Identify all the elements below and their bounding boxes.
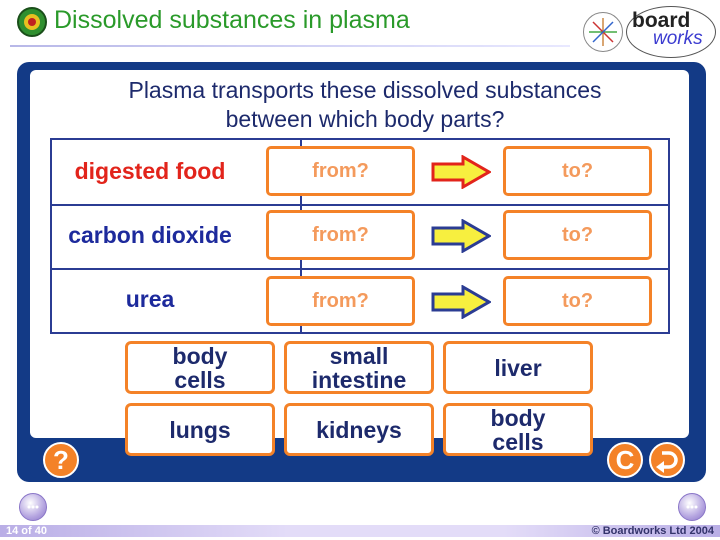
from-drop-zone[interactable]: from? [266,276,415,326]
page-number: 14 of 40 [6,525,47,537]
help-button[interactable]: ? [43,442,79,478]
answer-card-lungs[interactable]: lungs [125,403,275,456]
page-title: Dissolved substances in plasma [54,6,410,34]
undo-icon [656,451,678,473]
logo-works-text: works [653,28,703,49]
logo-board-text: board [632,9,691,32]
arrow-right-icon [431,154,493,194]
substance-label-carbon-dioxide: carbon dioxide [68,222,232,248]
footer-bar [0,525,720,537]
logo-emblem-icon [583,12,623,52]
clear-button[interactable]: C [607,442,643,478]
topic-icon [17,7,47,37]
arrow-right-icon [431,284,493,324]
prev-dots-icon [27,505,39,509]
to-drop-zone[interactable]: to? [503,146,652,196]
header-divider [10,45,570,47]
question-text: Plasma transports these dissolved substa… [128,77,602,132]
from-drop-zone[interactable]: from? [266,146,415,196]
undo-button[interactable] [649,442,685,478]
arrow-right-icon [431,218,493,258]
substance-label-digested-food: digested food [74,158,226,184]
next-slide-button[interactable] [678,493,706,521]
copyright-text: © Boardworks Ltd 2004 [591,525,714,537]
to-drop-zone[interactable]: to? [503,276,652,326]
next-dots-icon [686,505,698,509]
from-drop-zone[interactable]: from? [266,210,415,260]
previous-slide-button[interactable] [19,493,47,521]
answer-card-kidneys[interactable]: kidneys [284,403,434,456]
answer-card-liver[interactable]: liver [443,341,593,394]
substance-label-urea: urea [125,286,175,312]
to-drop-zone[interactable]: to? [503,210,652,260]
table-divider [52,268,668,270]
table-divider [52,204,668,206]
logo [626,6,716,58]
